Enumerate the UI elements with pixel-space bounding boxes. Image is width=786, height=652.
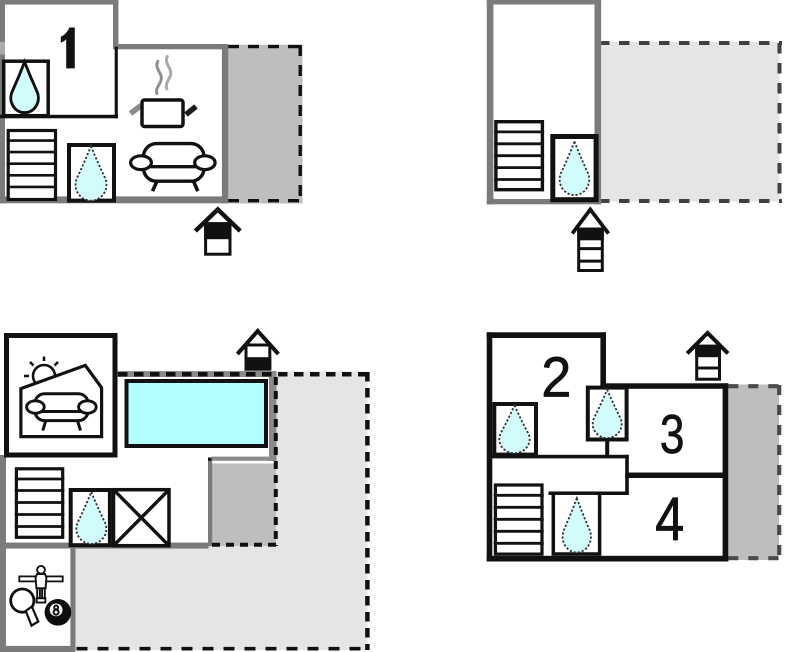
svg-text:2: 2 (541, 345, 571, 409)
svg-text:3: 3 (660, 404, 685, 466)
svg-text:4: 4 (655, 485, 684, 554)
